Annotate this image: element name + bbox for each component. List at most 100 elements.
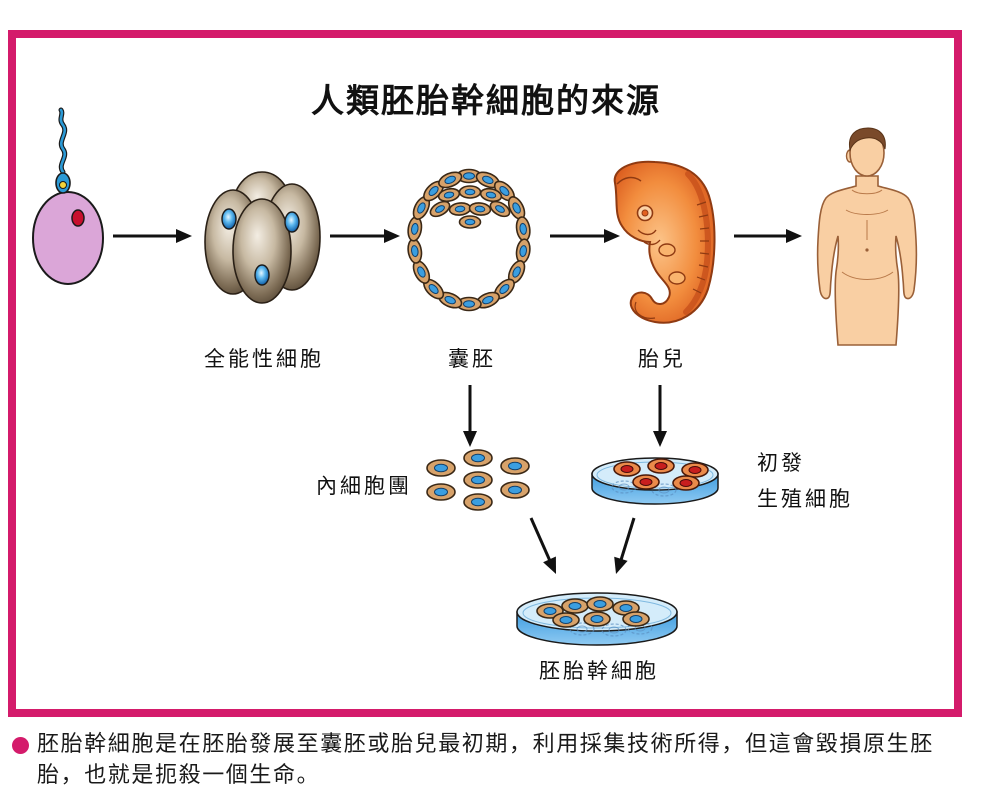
stem-cell-nucleus [559, 616, 573, 624]
blastocyst-wall-cell [407, 238, 423, 264]
fetus-head-crest [616, 176, 642, 185]
inner-cell-mass-cell [500, 481, 530, 499]
fetus-somites [692, 201, 710, 294]
germ-cell [613, 461, 641, 477]
blastocyst-wall-cell-nucleus [519, 222, 527, 235]
label-inner-cell-mass: 內細胞團 [316, 474, 412, 498]
stem-cell-nucleus [619, 604, 633, 612]
inner-mass-cell [479, 187, 503, 203]
blastocyst-wall-cell-nucleus [428, 284, 439, 294]
human-adult-icon [816, 127, 918, 346]
caption: 胚胎幹細胞是在胚胎發展至囊胚或胎兒最初期，利用採集技術所得，但這會毀損原生胚 胎… [0, 728, 1007, 800]
fetus-back-ridge [683, 171, 711, 315]
inner-cell-mass-cell-nucleus [434, 487, 448, 497]
inner-cell-mass-cell [463, 471, 493, 489]
human-muscle-lines [841, 189, 894, 280]
blastocyst-wall-cell [507, 196, 526, 220]
inner-mass-cell-nucleus [485, 191, 497, 199]
inner-cell-mass-cell [463, 493, 493, 511]
blastocyst-wall-cell-nucleus [428, 186, 439, 196]
faint-cell [569, 622, 595, 636]
inner-cell-mass-cell [463, 449, 493, 467]
faint-cell-membrane [651, 483, 677, 497]
blastocyst-wall-cell-nucleus [444, 295, 456, 305]
germ-cell [647, 458, 675, 474]
blastocyst-wall-cell-nucleus [512, 202, 521, 214]
caption-line-2: 胎，也就是扼殺一個生命。 [37, 763, 321, 788]
faint-cell-nucleus [618, 483, 630, 491]
human-navel [865, 248, 869, 252]
label-totipotent-cells: 全能性細胞 [204, 347, 324, 371]
stem-cell [583, 611, 611, 627]
inner-mass-cell-nucleus [495, 205, 505, 213]
fetus-body [613, 160, 716, 324]
caption-line-1: 胚胎幹細胞是在胚胎發展至囊胚或胎兒最初期，利用採集技術所得，但這會毀損原生胚 [37, 732, 934, 757]
petri-dish-icon [516, 592, 678, 646]
stem-cell-nucleus [593, 600, 607, 608]
blastocyst-wall-cell [456, 296, 482, 312]
arrow-right-3 [550, 229, 620, 243]
blastocyst-wall-cell-nucleus [512, 266, 521, 278]
label-embryonic-stem-cells: 胚胎幹細胞 [539, 659, 659, 683]
arrow-diagonal-left [529, 517, 556, 574]
germ-cell-nucleus [639, 478, 653, 486]
petri-dish-icon [591, 457, 719, 505]
faint-cell-nucleus [608, 626, 620, 634]
germ-cell-nucleus [654, 462, 668, 470]
fetus-icon [613, 160, 716, 324]
stem-cell [552, 612, 580, 628]
inner-mass-cell [489, 200, 511, 218]
sperm-tail [59, 108, 66, 174]
inner-cell-mass-cell-nucleus [471, 497, 485, 507]
arrow-right-4 [734, 229, 802, 243]
arrow-right-1 [113, 229, 192, 243]
inner-mass-cell-nucleus [464, 218, 476, 226]
arrow-down-blastocyst [463, 385, 477, 447]
blastocyst-wall-cell-nucleus [482, 175, 494, 185]
inner-cell-mass-cell-nucleus [508, 461, 522, 471]
label-primordial-germ-cells-2: 生殖細胞 [757, 487, 853, 511]
fetus-tail [634, 301, 656, 319]
stem-cell-nucleus [629, 615, 643, 623]
blastocyst-wall-cell-nucleus [499, 284, 510, 294]
stem-cell [586, 596, 614, 612]
inner-mass-cell [458, 185, 482, 199]
inner-cell-mass-cell-nucleus [434, 463, 448, 473]
blastocyst-wall-cell [407, 216, 423, 242]
blastocyst-icon [407, 168, 531, 312]
inner-mass-cell-nucleus [443, 191, 455, 199]
germ-cell-nucleus [620, 465, 634, 473]
bullet-icon [12, 737, 29, 754]
diagram-frame [8, 30, 962, 717]
arrow-down-fetus [653, 385, 667, 447]
blastocyst-wall-cell-nucleus [519, 245, 527, 258]
egg-nucleus [71, 209, 85, 227]
egg-cell [32, 191, 104, 285]
inner-mass-cell [458, 215, 482, 229]
human-body [816, 175, 918, 346]
blastocyst-wall-cell-nucleus [417, 202, 426, 214]
blastocyst-wall-cell-nucleus [482, 295, 494, 305]
blastocyst-wall-cell-nucleus [463, 172, 475, 180]
stem-cell-nucleus [590, 615, 604, 623]
blastocyst-wall-cell [423, 278, 445, 300]
totipotent-cells-icon [204, 171, 321, 304]
totipotent-nucleus [284, 211, 300, 233]
stem-cell-source-diagram: 人類胚胎幹細胞的來源 全能性細胞 囊胚 [8, 30, 962, 717]
blastocyst-wall-cell-nucleus [411, 245, 419, 258]
stem-cell [561, 598, 589, 614]
faint-cell [601, 623, 627, 637]
totipotent-nucleus [221, 208, 237, 230]
inner-cell-mass-cell [500, 457, 530, 475]
inner-cell-mass-icon [426, 449, 530, 511]
germ-cell-nucleus [688, 466, 702, 474]
human-hair [848, 127, 886, 152]
stem-cell [622, 611, 650, 627]
arrow-right-2 [330, 229, 400, 243]
faint-cell-nucleus [576, 625, 588, 633]
label-fetus: 胎兒 [638, 347, 686, 371]
germ-cell [632, 474, 660, 490]
germ-cell-nucleus [679, 479, 693, 487]
page-title: 人類胚胎幹細胞的來源 [311, 81, 661, 120]
sperm-head-core [59, 181, 67, 189]
